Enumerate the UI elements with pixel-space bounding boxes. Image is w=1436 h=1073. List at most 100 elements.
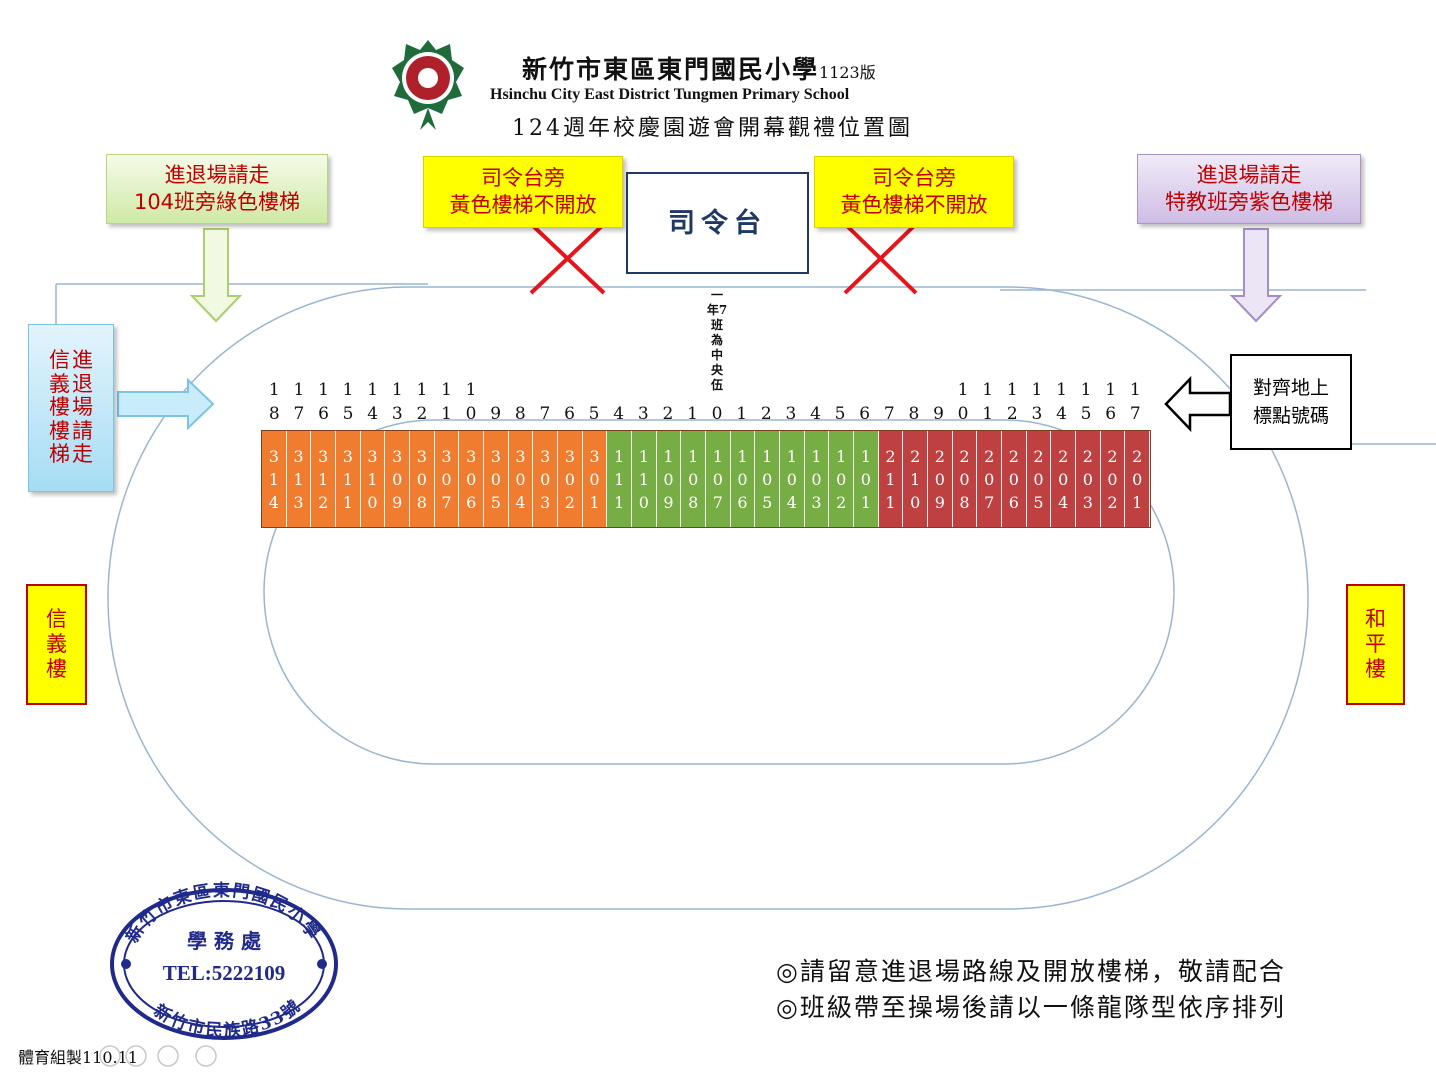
position-number: 3 xyxy=(637,404,649,424)
building-xinyi: 信 義 樓 xyxy=(26,584,87,705)
position-number: 4 xyxy=(810,404,821,424)
svg-text:新竹市民族路33號: 新竹市民族路33號 xyxy=(150,996,305,1040)
inner-track xyxy=(263,419,1175,765)
position-number: 6 xyxy=(859,404,871,424)
align-line1: 對齊地上 xyxy=(1252,377,1329,399)
center-file-note: 一年7班為中央伍 xyxy=(706,288,728,392)
school-name-cn: 新竹市東區東門國民小學1123版 xyxy=(522,55,876,84)
bldg-char: 信 xyxy=(46,607,67,631)
footer-note-2: ◎班級帶至操場後請以一條龍隊型依序排列 xyxy=(776,993,1286,1022)
position-number: 4 xyxy=(613,404,625,424)
outer-track xyxy=(107,286,1309,910)
align-markers-notice: 對齊地上 標點號碼 xyxy=(1230,354,1352,450)
building-heping: 和 平 樓 xyxy=(1346,584,1405,705)
blue-char: 樓 xyxy=(49,418,70,443)
blue-right-arrow xyxy=(117,377,215,431)
footer-note-1: ◎請留意進退場路線及開放樓梯，敬請配合 xyxy=(776,957,1286,986)
align-line2: 標點號碼 xyxy=(1252,405,1329,427)
position-number: 7 xyxy=(883,404,895,424)
bldg-char: 樓 xyxy=(1365,657,1386,681)
position-number: 9 xyxy=(933,404,944,424)
office-stamp: 新竹市東區東門國民小學 學 務 處 TEL:5222109 新竹市民族路33號 xyxy=(110,880,338,1040)
position-number: 5 xyxy=(588,404,600,424)
blue-char: 梯 xyxy=(49,442,70,467)
stamp-dept: 學 務 處 xyxy=(187,929,261,953)
blue-char: 義 xyxy=(49,371,70,396)
zoom-icon xyxy=(157,1045,179,1067)
stamp-address: 新竹市民族路33號 xyxy=(150,996,303,1040)
yellow-right-line1: 司令台旁 xyxy=(872,166,956,190)
blue-char: 信 xyxy=(49,348,70,373)
blue-stair-notice: 信 義 樓 樓 梯 進 退 場 請 走 xyxy=(28,324,114,492)
bldg-char: 和 xyxy=(1365,607,1386,631)
position-number: 3 xyxy=(785,404,797,424)
position-number: 5 xyxy=(834,404,846,424)
yellow-left-line2: 黃色樓梯不開放 xyxy=(449,193,597,217)
blue-char: 進 xyxy=(72,348,93,373)
green-notice-line1: 進退場請走 xyxy=(164,163,270,187)
closed-x-right xyxy=(843,222,918,295)
green-stair-notice: 進退場請走 104班旁綠色樓梯 xyxy=(106,154,328,224)
position-number: 9 xyxy=(490,404,502,424)
stage-box: 司令台 xyxy=(626,172,809,274)
yellow-stair-closed-left: 司令台旁 黃色樓梯不開放 xyxy=(423,156,623,228)
school-name-en: Hsinchu City East District Tungmen Prima… xyxy=(490,86,850,103)
green-notice-line2: 104班旁綠色樓梯 xyxy=(133,190,301,214)
stage-label: 司令台 xyxy=(668,207,767,239)
purple-notice-line2: 特教班旁紫色樓梯 xyxy=(1165,190,1333,214)
green-down-arrow xyxy=(189,228,243,323)
position-number: 1 xyxy=(736,404,748,424)
school-logo xyxy=(392,40,464,130)
bldg-char: 義 xyxy=(46,632,67,656)
viewer-toolbar[interactable] xyxy=(98,1044,222,1068)
yellow-left-line1: 司令台旁 xyxy=(481,166,565,190)
blue-char: 場 xyxy=(72,395,93,420)
blue-char: 走 xyxy=(72,442,93,467)
blue-char: 樓 xyxy=(49,395,70,420)
yellow-right-line2: 黃色樓梯不開放 xyxy=(840,193,988,217)
white-left-arrow xyxy=(1164,375,1232,433)
position-number: 2 xyxy=(760,404,772,424)
